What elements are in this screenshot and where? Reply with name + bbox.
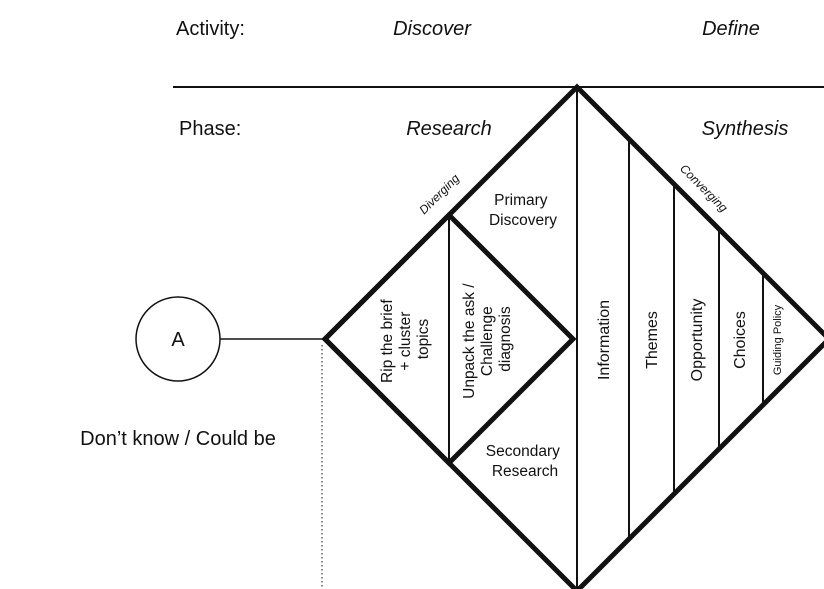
start-node-label: A bbox=[171, 329, 185, 351]
secondary-research-label: Secondary Research bbox=[486, 443, 564, 480]
phase-label: Phase: bbox=[179, 118, 241, 140]
band-guiding-policy: Guiding Policy bbox=[772, 304, 784, 375]
phase-research: Research bbox=[406, 118, 492, 140]
band-opportunity: Opportunity bbox=[689, 299, 706, 382]
note-text: Don’t know / Could be bbox=[80, 428, 276, 450]
primary-discovery-label: Primary Discovery bbox=[489, 192, 557, 229]
phase-synthesis: Synthesis bbox=[702, 118, 789, 140]
activity-define: Define bbox=[702, 18, 760, 40]
rip-brief-label: Rip the brief + cluster topics bbox=[379, 295, 432, 383]
converging-label: Converging bbox=[677, 162, 731, 216]
inner-diamond-outline bbox=[321, 211, 577, 467]
band-choices: Choices bbox=[732, 311, 749, 369]
unpack-ask-label-lines: Unpack the ask / Challenge diagnosis bbox=[461, 279, 514, 399]
main-diamond-outline bbox=[321, 83, 824, 589]
band-information: Information bbox=[596, 300, 613, 380]
band-themes: Themes bbox=[644, 311, 661, 369]
activity-label: Activity: bbox=[176, 18, 245, 40]
activity-discover: Discover bbox=[393, 18, 472, 40]
